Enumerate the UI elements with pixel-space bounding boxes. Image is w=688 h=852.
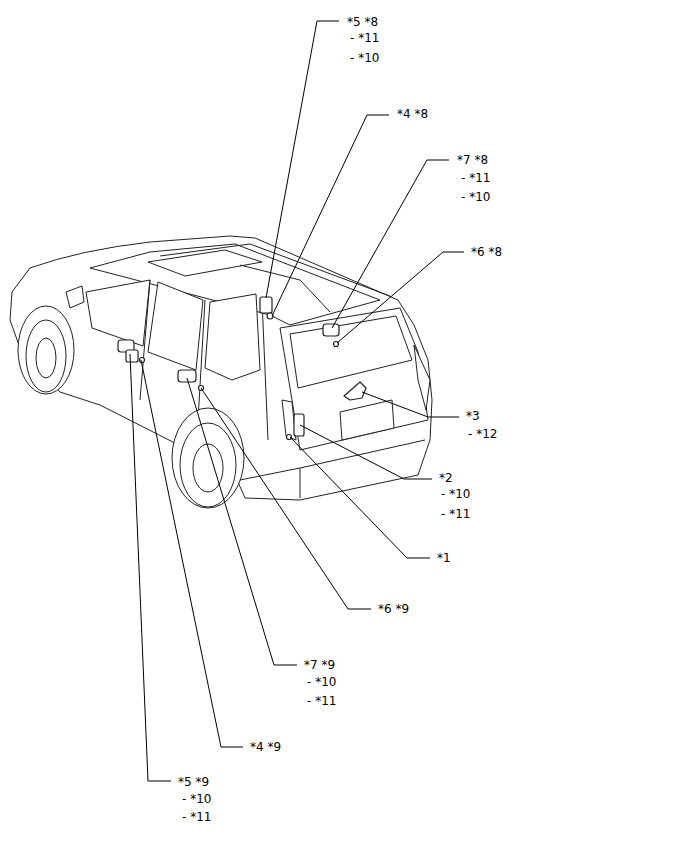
front-wheel-arch [18,306,74,394]
rear-wheel [180,423,236,507]
leader-line [201,388,371,609]
callout-number: *5 *8 [346,15,379,29]
callout-number: - *10 [440,487,471,501]
side-window [86,280,150,346]
leader-line [187,378,297,665]
rear-wheel-arch [172,408,244,508]
vehicle-body [10,236,432,500]
leader-line [130,354,171,781]
callout-number: - *11 [460,171,491,185]
bumper [240,440,425,498]
callout-number: - *10 [181,792,212,806]
part [260,297,272,313]
callout-number: - *10 [306,675,337,689]
part [178,370,196,382]
callout-number: *6 *9 [377,602,410,616]
leader-line [290,437,430,558]
rear-wheel [193,444,223,492]
callout-number: - *11 [349,31,380,45]
rear-glass [290,316,412,388]
part [294,414,304,436]
callout-number: *4 *8 [396,107,429,121]
part [323,324,339,336]
leader-line [337,252,464,343]
callout-number: *6 *8 [470,245,503,259]
leader-line [332,160,449,328]
tailgate [280,308,428,450]
callout-number: - *11 [181,810,212,824]
sunroof [148,250,262,276]
license-plate [340,400,394,440]
side-window [205,294,260,380]
callout-number: - *10 [349,51,380,65]
leader-line [266,21,339,298]
side-window [148,282,203,370]
callout-number: *1 [436,551,452,565]
callout-number: *4 *9 [249,740,282,754]
tail-lamp [414,345,430,410]
mirror [66,286,84,308]
part [344,382,366,400]
callout-number: - *11 [306,694,337,708]
part [126,350,138,362]
callout-number: *7 *8 [456,153,489,167]
leader-line [272,115,389,316]
callout-number: - *12 [467,427,498,441]
callout-number: *7 *9 [303,658,336,672]
callout-number: - *10 [460,190,491,204]
leader-line [141,360,243,747]
callout-number: - *11 [440,507,471,521]
part [287,435,292,440]
leader-line [300,425,432,479]
front-wheel [26,320,66,392]
front-wheel [36,338,56,378]
callout-number: *5 *9 [177,775,210,789]
callout-number: *3 [465,409,481,423]
leader-line [362,392,459,417]
part [140,358,145,363]
callout-number: *2 [438,471,454,485]
